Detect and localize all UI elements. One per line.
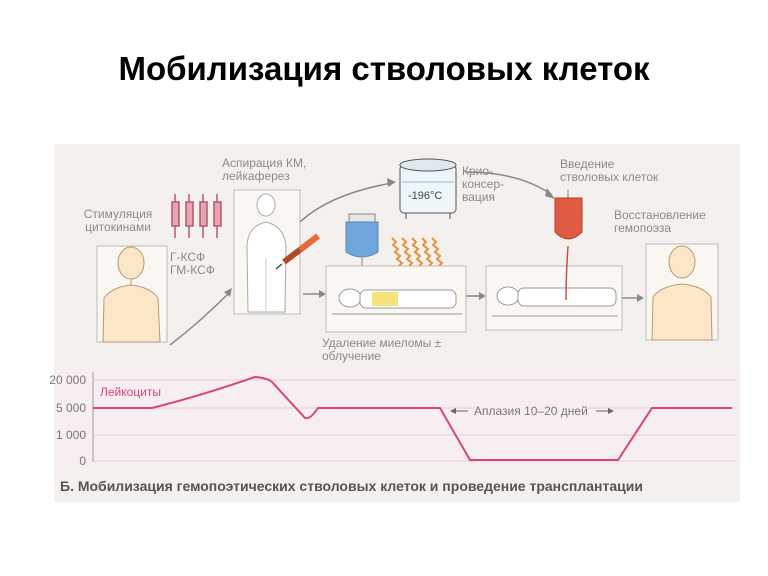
leukocyte-curve (93, 375, 732, 461)
y-tick-label: 20 000 (49, 373, 86, 387)
cryo-container-icon (399, 158, 457, 219)
aspiration-syringe-icon (275, 233, 320, 270)
syringes-icon (171, 194, 222, 238)
label-cryo: Крио-консер-вация (462, 164, 505, 204)
y-tick-label: 1 000 (55, 428, 86, 442)
chart-gridlines (93, 379, 736, 462)
patient-left-figure (96, 245, 168, 343)
aplasia-bracket (450, 408, 614, 414)
chart-background (54, 366, 740, 470)
y-tick-label: 0 (79, 454, 86, 468)
aplasia-label: Аплазия 10–20 дней (474, 404, 588, 418)
y-tick-label: 5 000 (55, 401, 86, 415)
patient-lying-treatment (325, 265, 467, 333)
slide-title: Мобилизация стволовых клеток (118, 50, 650, 87)
radiation-icon (391, 237, 445, 271)
donor-figure (233, 189, 301, 315)
patient-lying-transplant (485, 265, 623, 331)
chemo-bag-icon (345, 213, 379, 272)
blood-bag-icon (554, 190, 583, 301)
label-aspiration: Аспирация КМ,лейкаферез (222, 156, 307, 183)
chart-series-label: Лейкоциты (100, 385, 162, 399)
arrow-to-infusion (464, 171, 553, 196)
arrow-stimulation (169, 291, 231, 346)
patient-right-figure (645, 243, 719, 341)
label-removal: Удаление миеломы ±облучение (322, 336, 442, 363)
figure-caption: Б. Мобилизация гемопоэтических стволовых… (60, 478, 643, 494)
label-temperature: -196°С (408, 190, 443, 202)
arrow-to-cryo (299, 182, 393, 223)
